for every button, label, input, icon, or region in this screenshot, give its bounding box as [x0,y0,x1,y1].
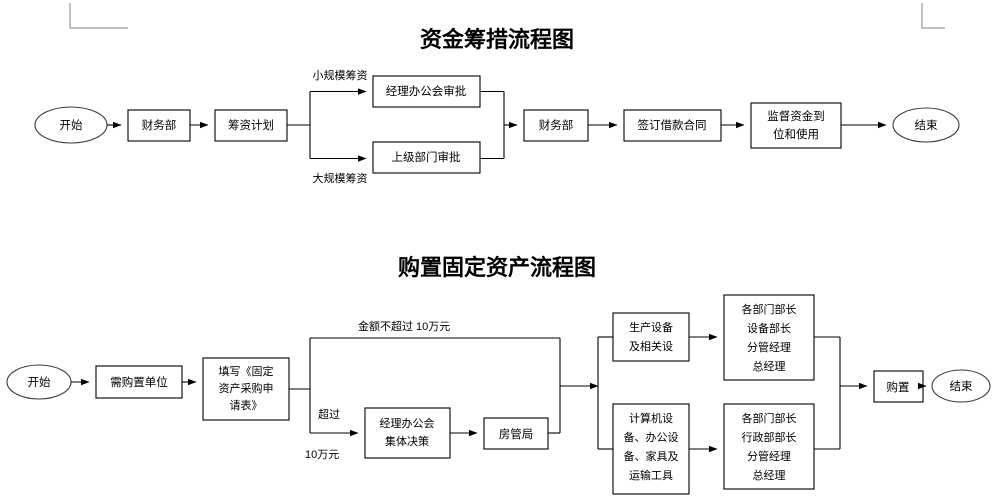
chart-1-node-sign-loan-contract [623,109,722,142]
chart-1-node-end [892,107,960,143]
chart-2-node-approver-a-line3: 分管经理 [747,340,791,354]
chart-1-node-finance-dept-1-label: 财务部 [142,118,177,132]
chart-2-node-purchasing-unit [95,365,183,399]
chart-2-node-approver-b-line3: 分管经理 [747,449,791,463]
chart-2-node-computer-equip-line4: 运输工具 [629,468,673,482]
chart-2-node-production-equip-line1: 生产设备 [629,320,673,334]
chart-1-node-sign-loan-contract-label: 签订借款合同 [638,118,707,132]
chart-2-node-approver-b-line1: 各部门部长 [742,411,797,425]
chart-2-node-approver-b-line2: 行政部部长 [742,430,797,444]
chart-2-node-approver-a-line2: 设备部长 [747,321,791,335]
chart-1-node-supervise-funds [750,102,842,149]
chart-2-node-start-label: 开始 [28,375,51,389]
chart-1-node-superior-dept-approval-label: 上级部门审批 [392,150,461,164]
chart-2-node-production-equipment [612,312,690,362]
chart-1-node-manager-office-approval [372,75,481,108]
chart-2-node-fill-form-line2: 资产采购申 [219,381,274,395]
chart-1-node-finance-dept-1 [127,109,191,142]
chart-2-node-computer-equip-line3: 备、家具及 [624,449,679,463]
chart-2-node-approver-chain-a [723,294,815,381]
chart-1-title: 资金筹措流程图 [420,27,574,52]
chart-2-edge-label-over-limit-line1: 超过 [318,407,340,421]
chart-1-node-funding-plan [214,109,288,142]
chart-2-title: 购置固定资产流程图 [398,255,596,280]
chart-2-node-purchase [873,370,924,403]
chart-2-node-approver-b-line4: 总经理 [753,468,786,482]
chart-1-node-supervise-funds-label-line1: 监督资金到 [767,109,825,123]
chart-1-node-finance-dept-2 [523,109,589,142]
page-corner-mark-top-left [69,3,128,29]
chart-2-node-manager-meeting-decision [364,407,451,459]
chart-1-edge-label-large-scale: 大规模筹资 [313,171,368,185]
chart-2-node-fill-application-form [202,357,290,421]
chart-2-node-fill-form-line3: 请表》 [230,398,263,412]
chart-2-node-computer-equip-line1: 计算机设 [629,411,673,425]
chart-2-node-end-label: 结束 [950,380,973,393]
chart-2-node-approver-a-line4: 总经理 [753,359,786,373]
chart-2-node-computer-equip-line2: 备、办公设 [624,430,679,444]
chart-1-node-finance-dept-2-label: 财务部 [539,118,574,132]
chart-1-node-supervise-funds-label-line2: 位和使用 [773,127,819,141]
chart-1-node-manager-office-approval-label: 经理办公会审批 [386,84,467,98]
chart-2-node-housing-bureau-label: 房管局 [499,427,534,441]
chart-2-node-approver-a-line1: 各部门部长 [742,302,797,316]
chart-2-node-purchase-label: 购置 [887,380,910,394]
chart-1-edge-label-small-scale: 小规模筹资 [313,68,368,82]
chart-2-edge-label-under-limit: 金额不超过 10万元 [358,319,450,333]
chart-2-node-fill-form-line1: 填写《固定 [219,364,274,378]
chart-2-node-end [931,369,991,403]
page-corner-mark-top-right [921,3,945,29]
chart-2-node-purchasing-unit-label: 需购置单位 [110,375,168,389]
chart-1-node-superior-dept-approval [372,141,481,174]
chart-2-node-production-equip-line2: 及相关设 [629,339,673,353]
chart-2-node-approver-chain-b [723,403,815,490]
chart-2-edge-label-over-limit-line2: 10万元 [305,449,339,461]
chart-1-node-start-label: 开始 [60,118,83,132]
chart-1-node-end-label: 结束 [915,119,938,132]
chart-2-node-manager-meeting-line2: 集体决策 [385,434,429,448]
chart-1-node-funding-plan-label: 筹资计划 [228,118,274,132]
chart-2-node-manager-meeting-line1: 经理办公会 [380,417,435,430]
